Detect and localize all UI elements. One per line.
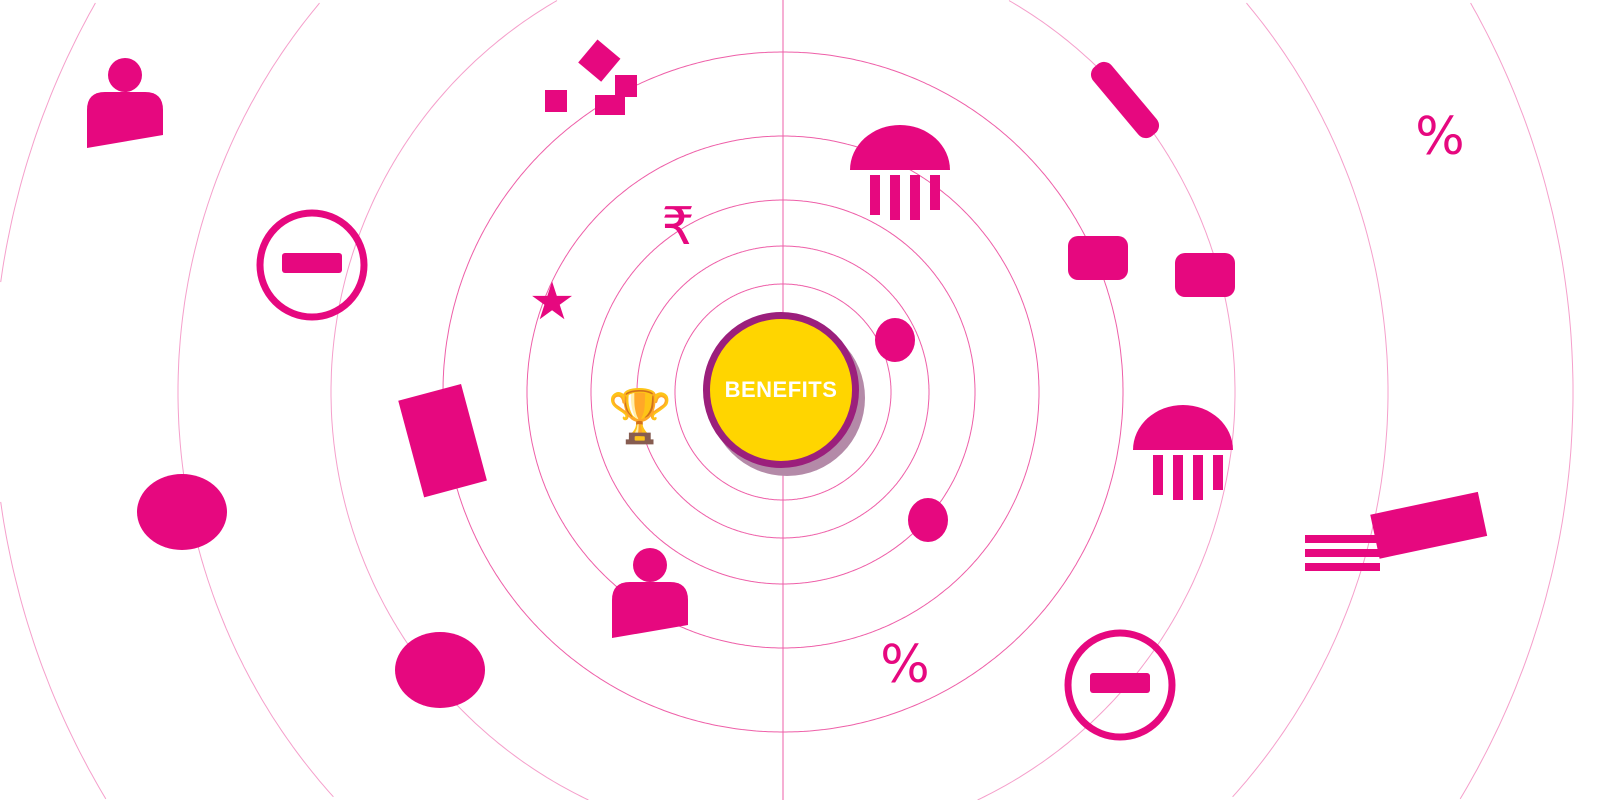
fork-percent-icon: % <box>1415 107 1464 167</box>
tooth-icon <box>875 318 915 362</box>
apple-scale-icon <box>908 498 948 542</box>
svg-text:%: % <box>1415 107 1464 167</box>
team-icon <box>612 548 688 638</box>
cloud-cursor-icon <box>395 632 485 708</box>
orbit-ring <box>526 135 1040 649</box>
svg-text:%: % <box>880 635 929 695</box>
star-icon: ★ <box>529 272 576 332</box>
orbit-ring <box>636 245 930 539</box>
family-circle-icon <box>1064 629 1176 741</box>
svg-text:₹: ₹ <box>661 197 694 257</box>
taxi-icon <box>1068 236 1128 280</box>
lotus-home-icon <box>1133 405 1233 500</box>
umbrella-family-icon <box>850 125 950 220</box>
add-user-icon <box>87 58 163 148</box>
rupee-icon: ₹ <box>661 197 694 257</box>
hub-label: BENEFITS <box>724 377 838 402</box>
fork-icon <box>1305 491 1488 571</box>
gym-icon <box>1175 253 1235 297</box>
trophy-icon: 🏆 <box>608 386 673 447</box>
document-sign-icon <box>256 209 368 321</box>
svg-text:★: ★ <box>529 272 576 332</box>
notebook-icon <box>398 383 487 498</box>
svg-text:🏆: 🏆 <box>608 386 673 447</box>
brain-icon <box>137 474 227 550</box>
orbit-ring <box>177 2 1389 798</box>
benefits-hub: BENEFITS <box>703 312 859 468</box>
house-blocks-icon <box>545 39 637 115</box>
percent-icon: % <box>880 635 929 695</box>
bottle-opener-icon <box>1090 61 1160 139</box>
orbit-ring <box>590 199 976 585</box>
orbit-ring <box>674 283 892 501</box>
